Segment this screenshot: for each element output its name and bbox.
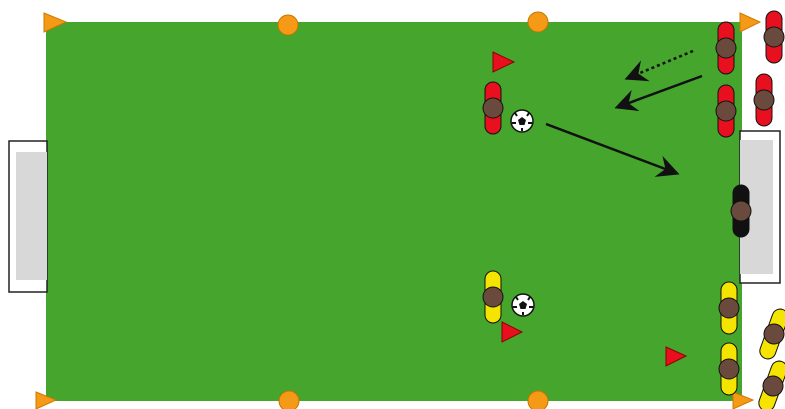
red-player: [483, 82, 503, 134]
soccer-ball-icon: [512, 294, 534, 316]
red-player: [716, 22, 736, 74]
soccer-ball-icon: [511, 110, 533, 132]
round-cone-icon: [279, 391, 299, 409]
goalkeeper-player: [731, 185, 751, 237]
triangle-flag-icon: [740, 13, 760, 32]
red-player: [716, 85, 736, 137]
round-cone-icon: [528, 12, 548, 32]
left-goal: [9, 141, 47, 292]
yellow-player: [719, 343, 739, 395]
yellow-player: [719, 282, 739, 334]
round-cone-icon: [528, 391, 548, 409]
red-player: [754, 74, 774, 126]
yellow-player: [755, 358, 785, 409]
round-cone-icon: [278, 15, 298, 35]
pitch: [46, 22, 742, 401]
yellow-player: [483, 271, 503, 323]
yellow-player: [756, 306, 785, 362]
triangle-flag-icon: [733, 392, 753, 409]
red-player: [764, 11, 784, 63]
